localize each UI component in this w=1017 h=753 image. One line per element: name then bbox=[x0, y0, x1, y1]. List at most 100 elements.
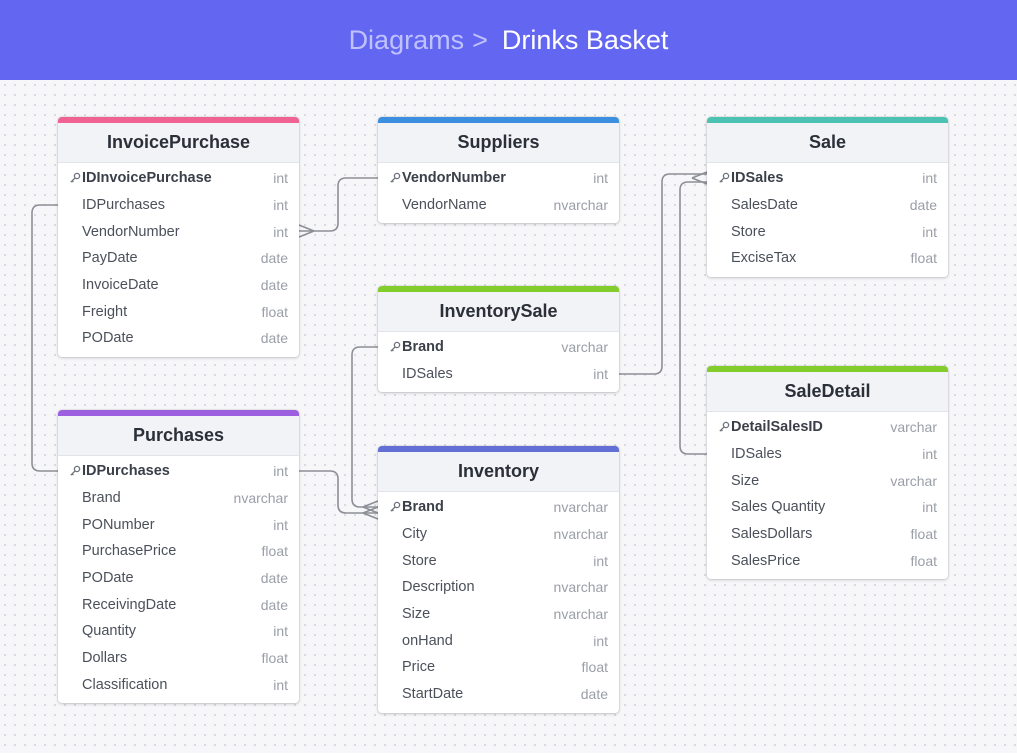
table-title[interactable]: Sale bbox=[707, 123, 948, 163]
field-name: PayDate bbox=[82, 250, 138, 267]
field-type: int bbox=[593, 170, 608, 187]
field-type: int bbox=[273, 676, 288, 693]
table-title[interactable]: Purchases bbox=[58, 416, 299, 456]
field-name: IDInvoicePurchase bbox=[82, 170, 212, 187]
field-name: SalesDollars bbox=[731, 526, 813, 543]
field-row[interactable]: Classification int bbox=[58, 672, 299, 699]
field-name: Size bbox=[402, 606, 431, 623]
table-title[interactable]: InventorySale bbox=[378, 292, 619, 332]
table-title[interactable]: SaleDetail bbox=[707, 372, 948, 412]
field-row[interactable]: Store int bbox=[378, 547, 619, 574]
field-label-group: Store bbox=[387, 553, 437, 569]
diagram-title: Drinks Basket bbox=[501, 24, 669, 55]
key-icon bbox=[387, 500, 402, 514]
field-type: float bbox=[910, 526, 937, 543]
field-type: date bbox=[260, 330, 288, 347]
field-name: Description bbox=[402, 579, 475, 596]
table-color-bar bbox=[707, 117, 948, 123]
table-color-bar bbox=[58, 410, 299, 416]
field-label-group: Brand bbox=[387, 339, 444, 355]
field-name: ExciseTax bbox=[731, 250, 797, 267]
field-name: IDSales bbox=[402, 366, 453, 383]
field-name: IDSales bbox=[731, 170, 784, 187]
field-row[interactable]: SalesDollars float bbox=[707, 521, 948, 548]
field-label-group: Description bbox=[387, 579, 475, 595]
field-type: nvarchar bbox=[553, 499, 608, 516]
field-type: int bbox=[273, 197, 288, 214]
field-row[interactable]: SalesDate date bbox=[707, 192, 948, 219]
field-type: int bbox=[273, 223, 288, 240]
field-type: float bbox=[261, 543, 288, 560]
field-label-group: IDPurchases bbox=[67, 463, 170, 479]
table-title[interactable]: Suppliers bbox=[378, 123, 619, 163]
field-label-group: ReceivingDate bbox=[67, 597, 176, 613]
field-name: City bbox=[402, 526, 427, 543]
field-label-group: Size bbox=[387, 606, 430, 622]
field-row[interactable]: Description nvarchar bbox=[378, 574, 619, 601]
field-name: ReceivingDate bbox=[82, 596, 177, 613]
field-type: int bbox=[593, 552, 608, 569]
field-name: VendorNumber bbox=[82, 223, 180, 240]
table-title[interactable]: InvoicePurchase bbox=[58, 123, 299, 163]
field-name: Store bbox=[731, 223, 766, 240]
field-label-group: PayDate bbox=[67, 250, 138, 266]
field-name: Classification bbox=[82, 676, 168, 693]
field-type: nvarchar bbox=[553, 579, 608, 596]
link-invoicepurchase-purchases bbox=[31, 204, 58, 472]
field-row[interactable]: IDPurchases int bbox=[58, 458, 299, 485]
field-type: int bbox=[273, 623, 288, 640]
field-label-group: IDSales bbox=[716, 170, 783, 186]
field-label-group: VendorNumber bbox=[387, 170, 506, 186]
field-name: DetailSalesID bbox=[731, 419, 823, 436]
field-label-group: VendorName bbox=[387, 197, 487, 213]
field-row[interactable]: VendorNumber int bbox=[378, 165, 619, 192]
breadcrumb-diagrams-link[interactable]: Diagrams bbox=[348, 24, 465, 55]
link-saledetail-sale bbox=[679, 181, 707, 455]
field-type: int bbox=[273, 463, 288, 480]
table-title[interactable]: Inventory bbox=[378, 452, 619, 492]
field-name: SalesDate bbox=[731, 197, 798, 214]
field-row[interactable]: VendorNumber int bbox=[58, 218, 299, 245]
field-row[interactable]: Brand varchar bbox=[378, 334, 619, 361]
field-type: varchar bbox=[561, 339, 608, 356]
field-type: date bbox=[909, 197, 937, 214]
